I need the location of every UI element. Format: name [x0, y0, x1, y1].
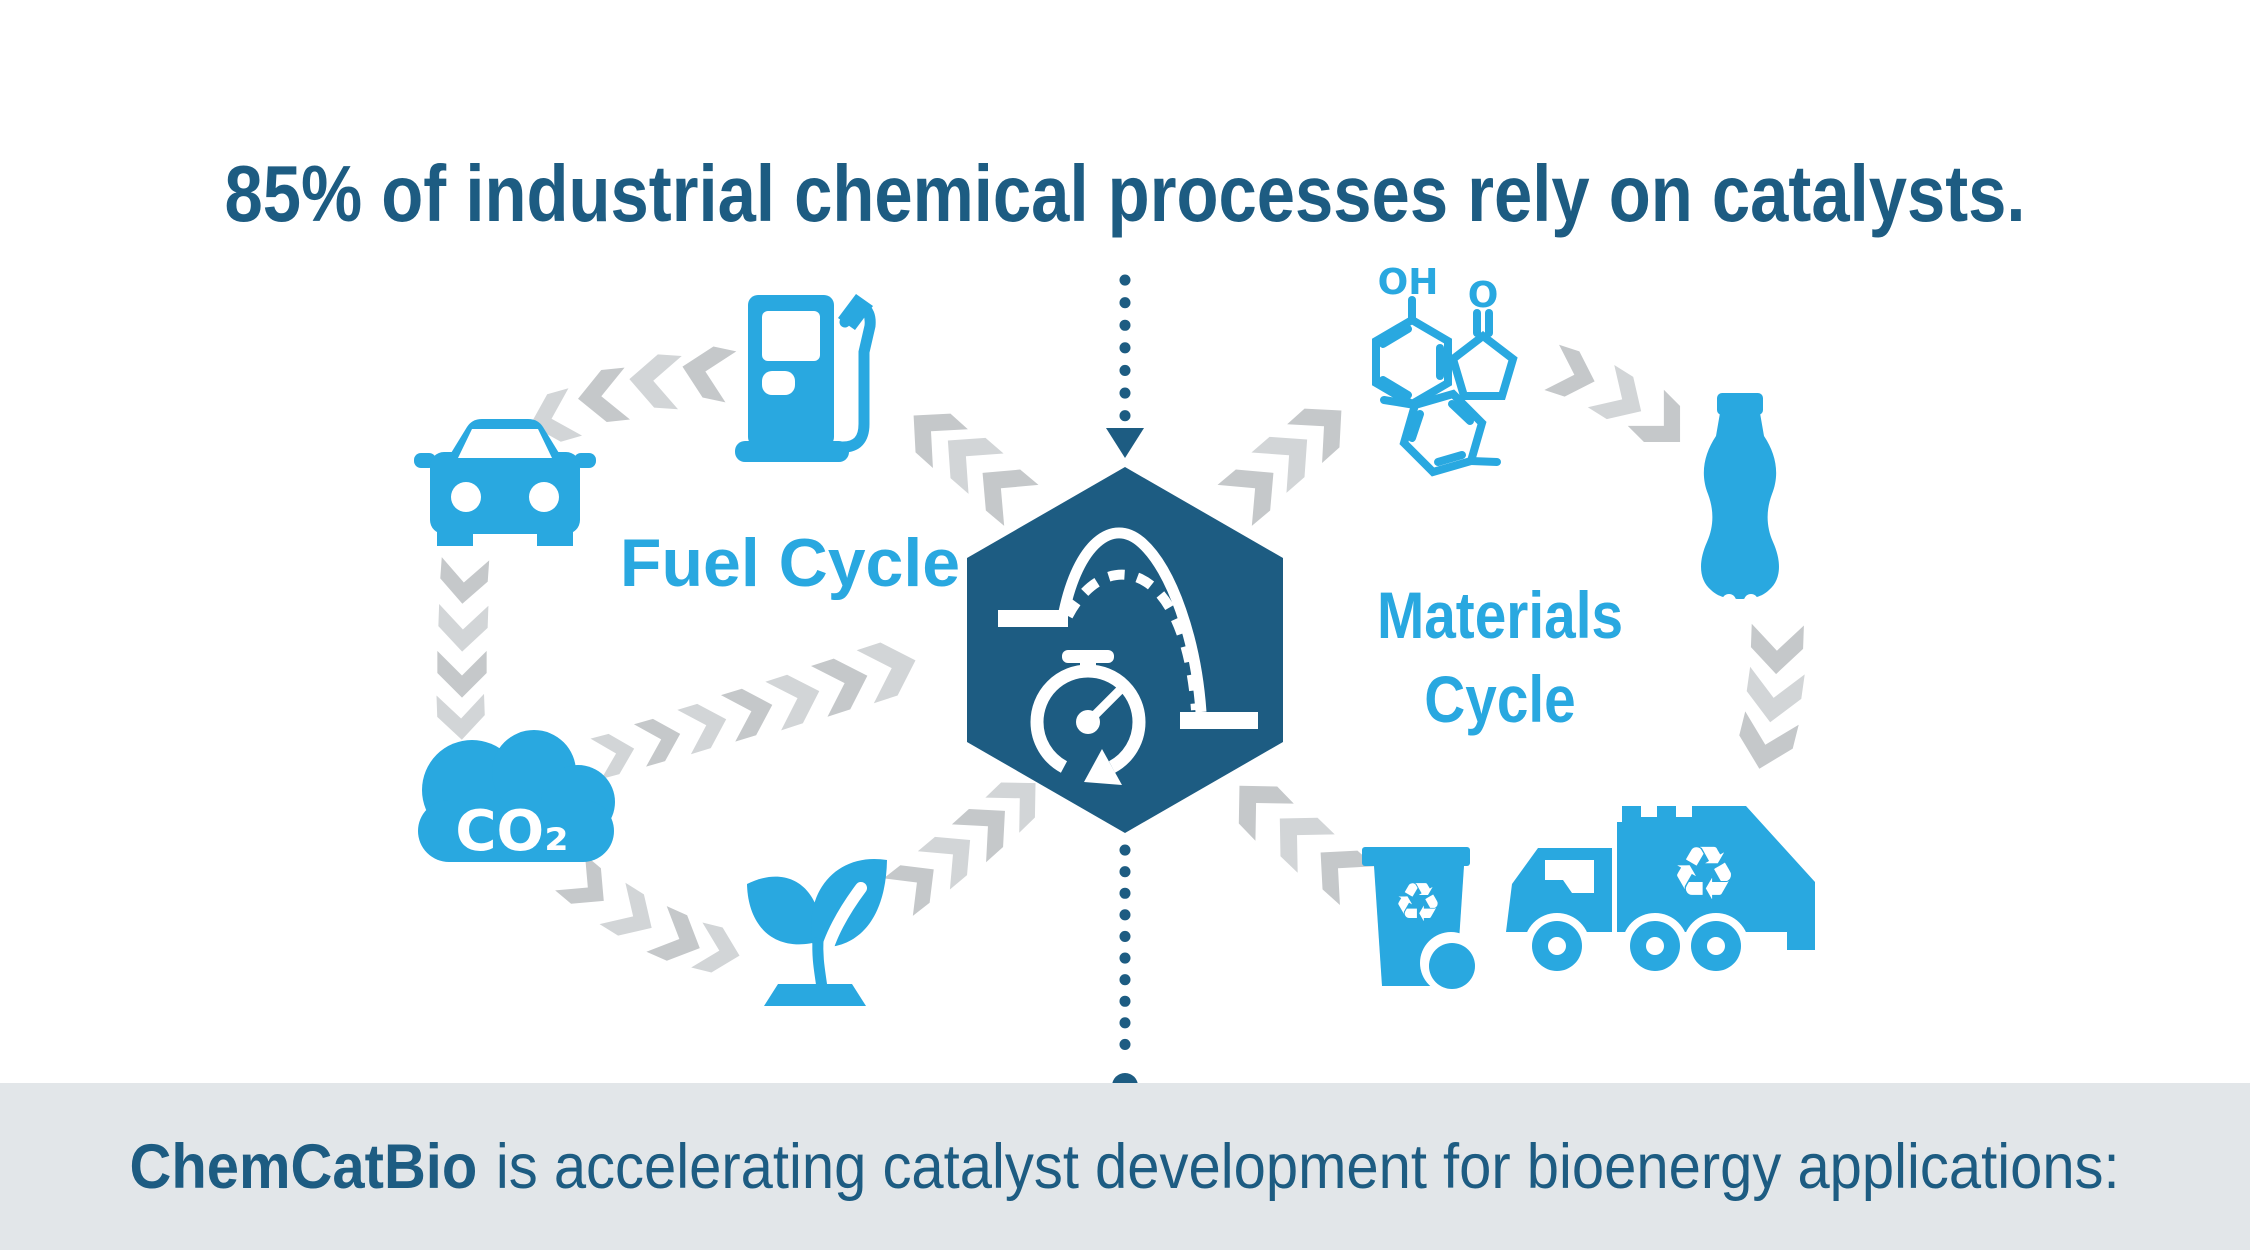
- arrow-trail-co2-to-plant: [555, 854, 746, 979]
- footer-bar: ChemCatBio is accelerating catalyst devel…: [0, 1083, 2250, 1250]
- arrow-trail-bin-to-hexagon: [1220, 767, 1375, 906]
- cyclopentanone-structure-icon: O: [1448, 275, 1518, 400]
- arrow-trail-bottle-to-truck: [1732, 623, 1805, 776]
- arrow-trail-plant-to-hexagon: [883, 765, 1053, 916]
- phenol-oh-label: OH: [1378, 262, 1439, 303]
- recycle-bin-icon: ♻: [1362, 847, 1482, 994]
- chemical-structures-icon: OH O: [1372, 262, 1518, 477]
- ketone-o-label: O: [1468, 275, 1499, 316]
- co2-cloud-icon: CO₂: [418, 730, 615, 864]
- page-title: 85% of industrial chemical processes rel…: [224, 149, 2026, 238]
- arrow-trail-hexagon-to-pump: [896, 396, 1039, 526]
- dotted-connector-bottom: [1112, 844, 1138, 1099]
- co2-label: CO₂: [455, 799, 568, 864]
- recycle-icon: ♻: [1671, 831, 1737, 917]
- footer-text: ChemCatBio is accelerating catalyst devel…: [130, 1131, 2120, 1203]
- reaction-energy-diagram-icon: [998, 527, 1258, 729]
- recycle-icon: ♻: [1394, 871, 1442, 934]
- stopwatch-icon: [1030, 650, 1146, 785]
- dotted-arrow-top: [1106, 274, 1144, 458]
- materials-cycle-label: Materials Cycle: [1345, 574, 1655, 742]
- arrow-trail-pump-to-car: [523, 341, 737, 449]
- materials-cycle-label-line1: Materials: [1376, 578, 1624, 652]
- phenol-structure-icon: OH: [1372, 262, 1452, 409]
- fuel-pump-icon: [735, 294, 876, 462]
- materials-cycle-label-line2: Cycle: [1424, 661, 1576, 736]
- arrow-trail-co2-to-hexagon: [590, 633, 925, 780]
- plant-icon: [747, 858, 887, 1006]
- plastic-bottle-icon: [1701, 393, 1779, 608]
- footer-message: is accelerating catalyst development for…: [496, 1131, 2121, 1202]
- arrow-trail-car-to-co2: [436, 557, 490, 741]
- arrow-trail-chemicals-to-bottle: [1544, 344, 1699, 461]
- footer-brand: ChemCatBio: [129, 1131, 478, 1202]
- car-icon: [414, 419, 596, 546]
- garbage-truck-icon: ♻: [1506, 806, 1815, 979]
- catalyst-hexagon-icon: [967, 467, 1283, 833]
- arrow-trail-hexagon-to-chemicals: [1217, 391, 1359, 526]
- xylene-structure-icon: [1380, 389, 1501, 477]
- fuel-cycle-label: Fuel Cycle: [619, 525, 961, 601]
